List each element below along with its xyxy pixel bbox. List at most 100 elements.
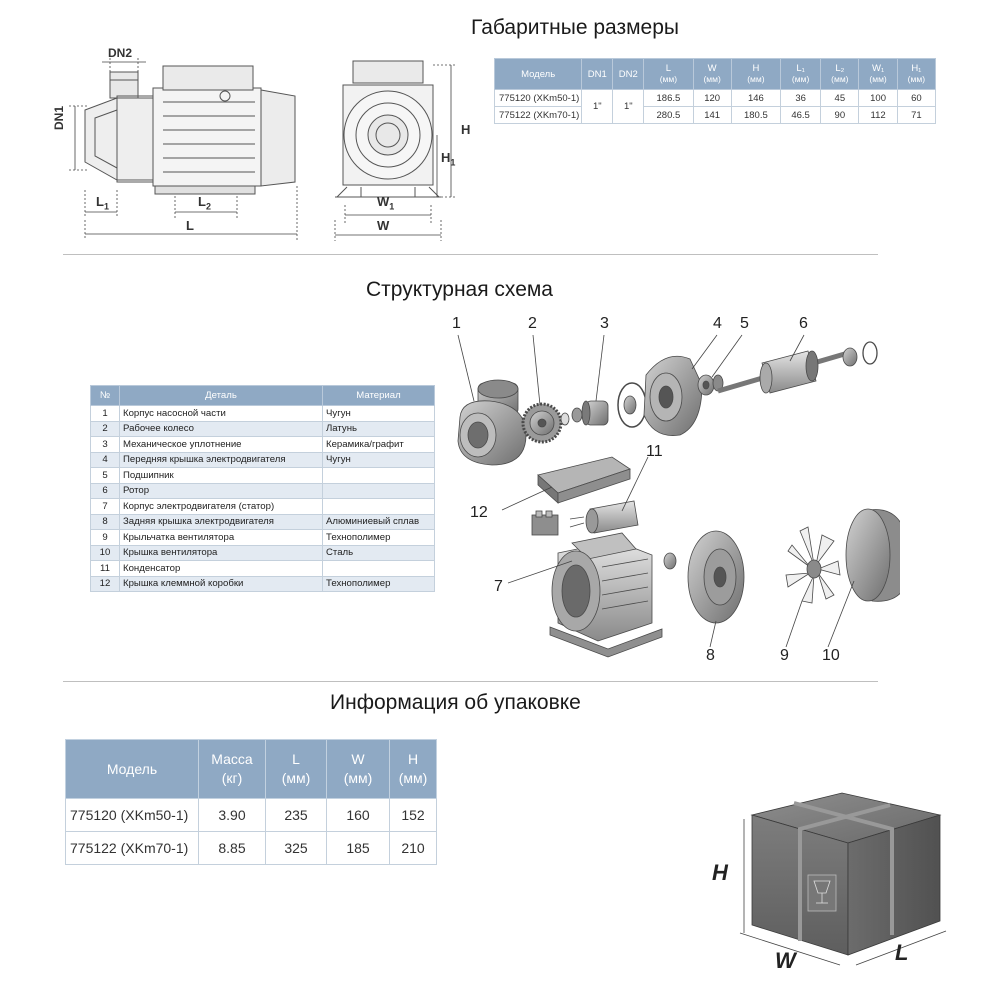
cell-material bbox=[322, 467, 435, 484]
h-label: H bbox=[461, 122, 471, 137]
callout-12: 12 bbox=[470, 504, 488, 521]
cell-material: Технополимер bbox=[322, 575, 435, 592]
cell-number: 3 bbox=[90, 436, 120, 453]
callout-11: 11 bbox=[646, 443, 663, 460]
cell-number: 9 bbox=[90, 529, 120, 546]
col-header-h: H(мм) bbox=[389, 739, 437, 799]
cell-w: 120 bbox=[692, 89, 732, 107]
l-label: L bbox=[186, 218, 194, 233]
rear-cover-part bbox=[687, 530, 745, 624]
cell-number: 2 bbox=[90, 420, 120, 437]
motor-housing-part bbox=[549, 532, 663, 658]
callout-7: 7 bbox=[494, 578, 503, 595]
col-header-material: Материал bbox=[322, 385, 435, 406]
cell-h1: 71 bbox=[896, 106, 937, 124]
cell-number: 5 bbox=[90, 467, 120, 484]
col-header-number: № bbox=[90, 385, 120, 406]
callout-4: 4 bbox=[713, 315, 722, 332]
callout-9: 9 bbox=[780, 647, 789, 664]
box-w-label: W bbox=[775, 948, 796, 973]
cell-number: 12 bbox=[90, 575, 120, 592]
col-header-dn1: DN1 bbox=[581, 58, 614, 90]
callout-10: 10 bbox=[822, 647, 840, 664]
col-header-l: L(мм) bbox=[643, 58, 694, 90]
cell-part: Конденсатор bbox=[119, 560, 323, 577]
cell-material bbox=[322, 498, 435, 515]
cell-part: Рабочее колесо bbox=[119, 420, 323, 437]
cell-material: Чугун bbox=[322, 451, 435, 468]
impeller-part bbox=[521, 402, 563, 444]
packing-table-header: Модель Масса(кг) L(мм) W(мм) H(мм) bbox=[65, 739, 437, 799]
dn2-label: DN2 bbox=[108, 46, 133, 60]
divider-top bbox=[63, 254, 878, 255]
box-h-label: H bbox=[712, 860, 728, 885]
packaging-box-drawing bbox=[739, 792, 947, 966]
cell-h: 180.5 bbox=[730, 106, 782, 124]
cell-dn1: 1" bbox=[581, 89, 614, 124]
fan-cover-part bbox=[845, 508, 900, 602]
w-label: W bbox=[377, 218, 390, 233]
col-header-l1: L₁(мм) bbox=[779, 58, 822, 90]
cell-h: 210 bbox=[389, 831, 437, 865]
cell-mass: 3.90 bbox=[198, 798, 266, 832]
cell-number: 10 bbox=[90, 544, 120, 561]
fan-part bbox=[785, 526, 841, 604]
exploded-view-drawing bbox=[457, 334, 900, 658]
cell-material: Керамика/графит bbox=[322, 436, 435, 453]
cell-part: Корпус электродвигателя (статор) bbox=[119, 498, 323, 515]
col-header-model: Модель bbox=[493, 58, 583, 90]
cell-part: Механическое уплотнение bbox=[119, 436, 323, 453]
capacitor-part bbox=[569, 500, 639, 534]
cell-model: 775122 (XKm70-1) bbox=[65, 831, 199, 865]
col-header-h: H(мм) bbox=[730, 58, 782, 90]
cell-part: Подшипник bbox=[119, 467, 323, 484]
cell-model: 775122 (XKm70-1) bbox=[493, 106, 583, 124]
cell-part: Крышка вентилятора bbox=[119, 544, 323, 561]
cell-material bbox=[322, 560, 435, 577]
cell-part: Корпус насосной части bbox=[119, 405, 323, 422]
terminal-box-cover-part bbox=[537, 456, 631, 504]
cell-material: Латунь bbox=[322, 420, 435, 437]
cell-l: 235 bbox=[265, 798, 327, 832]
mechanical-seal-part bbox=[581, 400, 609, 426]
col-header-dn2: DN2 bbox=[612, 58, 645, 90]
cell-l2: 45 bbox=[820, 89, 860, 107]
cell-material bbox=[322, 482, 435, 499]
cell-h: 146 bbox=[730, 89, 782, 107]
cell-number: 8 bbox=[90, 513, 120, 530]
cell-l: 325 bbox=[265, 831, 327, 865]
table-row: 775122 (XKm70-1) 280.5 141 180.5 46.5 90… bbox=[493, 106, 937, 124]
pump-side-view-drawing bbox=[69, 58, 298, 240]
packing-title: Информация об упаковке bbox=[330, 691, 581, 714]
cell-number: 1 bbox=[90, 405, 120, 422]
callout-1: 1 bbox=[452, 315, 461, 332]
cell-w1: 100 bbox=[858, 89, 898, 107]
cell-h1: 60 bbox=[896, 89, 937, 107]
cell-w: 160 bbox=[326, 798, 390, 832]
cell-part: Передняя крышка электродвигателя bbox=[119, 451, 323, 468]
h1-label: H1 bbox=[441, 150, 456, 168]
dimensions-table: Модель DN1 DN2 L(мм) W(мм) H(мм) L₁(мм) … bbox=[493, 58, 937, 124]
dn1-label: DN1 bbox=[52, 105, 66, 130]
callout-3: 3 bbox=[600, 315, 609, 332]
callout-2: 2 bbox=[528, 315, 537, 332]
cell-model: 775120 (XKm50-1) bbox=[65, 798, 199, 832]
cell-part: Ротор bbox=[119, 482, 323, 499]
cell-h: 152 bbox=[389, 798, 437, 832]
cell-l: 280.5 bbox=[643, 106, 694, 124]
col-header-w1: W₁(мм) bbox=[858, 58, 898, 90]
cell-mass: 8.85 bbox=[198, 831, 266, 865]
bearing-part bbox=[697, 374, 724, 396]
cell-l1: 36 bbox=[779, 89, 822, 107]
callout-6: 6 bbox=[799, 315, 808, 332]
cell-number: 11 bbox=[90, 560, 120, 577]
cell-model: 775120 (XKm50-1) bbox=[493, 89, 583, 107]
